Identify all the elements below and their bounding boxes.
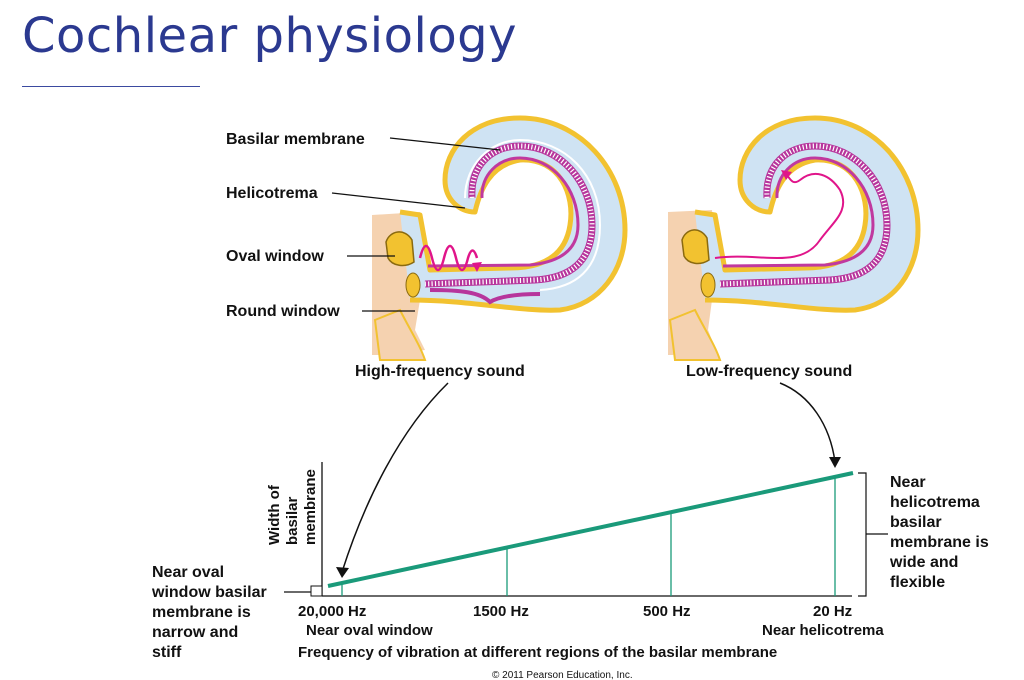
arrow-low-to-graph [779, 382, 836, 463]
right-lower-tissue [668, 308, 722, 361]
right-note-line-6: flexible [890, 574, 945, 591]
left-note-line-3: membrane is [152, 604, 251, 621]
tick-20-hz: 20 Hz [813, 603, 852, 620]
width-trend-line [327, 471, 854, 588]
y-label-line-2: basilar [284, 496, 301, 545]
tick-20000-hz: 20,000 Hz [298, 603, 366, 620]
right-note: Near helicotrema basilar membrane is wid… [889, 474, 989, 591]
right-basilar-membrane-stripes [719, 143, 890, 287]
graph-y-label: Width of basilar membrane [266, 469, 319, 545]
left-note-line-2: window basilar [151, 584, 267, 601]
right-note-line-3: basilar [890, 514, 942, 531]
left-note-line-5: stiff [152, 644, 182, 661]
left-leader-lines [331, 137, 501, 312]
graph-x-label: Frequency of vibration at different regi… [298, 644, 777, 661]
left-note-line-4: narrow and [152, 624, 238, 641]
tick-1500-hz: 1500 Hz [473, 603, 529, 620]
right-note-line-1: Near [890, 474, 926, 491]
caption-high-frequency: High-frequency sound [355, 363, 525, 380]
y-label-line-1: Width of [266, 484, 283, 545]
width-frequency-graph [284, 462, 888, 597]
copyright-text: © 2011 Pearson Education, Inc. [492, 670, 633, 680]
left-lower-tissue [373, 308, 427, 361]
right-basilar-membrane-inner [722, 156, 875, 268]
right-round-window [700, 272, 716, 298]
left-note-line-1: Near oval [152, 564, 224, 581]
right-note-line-2: helicotrema [890, 494, 980, 511]
label-round-window: Round window [226, 303, 340, 320]
label-oval-window: Oval window [226, 248, 324, 265]
tick-500-hz: 500 Hz [643, 603, 691, 620]
right-wave-arrowhead [781, 170, 792, 180]
caption-low-frequency: Low-frequency sound [686, 363, 852, 380]
left-cochlea [372, 115, 628, 361]
right-end-label: Near helicotrema [762, 622, 884, 639]
left-membrane-bulge [429, 288, 541, 305]
arrow-high-to-graph [341, 382, 449, 573]
right-stapes [681, 229, 710, 265]
label-helicotrema: Helicotrema [226, 185, 318, 202]
right-width-bracket [858, 472, 867, 597]
arrow-high-head [336, 567, 349, 578]
left-narrow-marker [310, 585, 323, 597]
label-basilar-membrane: Basilar membrane [226, 131, 365, 148]
right-note-line-5: wide and [889, 554, 958, 571]
right-cochlea [668, 115, 921, 361]
right-low-frequency-wave [714, 172, 845, 259]
left-round-window [405, 272, 421, 298]
left-end-label: Near oval window [306, 622, 433, 639]
arrow-low-head [829, 457, 841, 468]
title-underline [22, 86, 200, 87]
left-cochlea-inner [464, 138, 602, 291]
left-high-frequency-wave [418, 244, 479, 272]
left-basilar-membrane-stripes [424, 143, 595, 287]
y-label-line-3: membrane [302, 469, 319, 545]
left-note: Near oval window basilar membrane is nar… [151, 564, 267, 661]
left-basilar-membrane-inner [427, 156, 580, 268]
left-wave-arrowhead [472, 262, 482, 272]
left-stapes [385, 231, 415, 267]
slide-title: Cochlear physiology [22, 8, 518, 64]
right-note-line-4: membrane is [890, 534, 989, 551]
